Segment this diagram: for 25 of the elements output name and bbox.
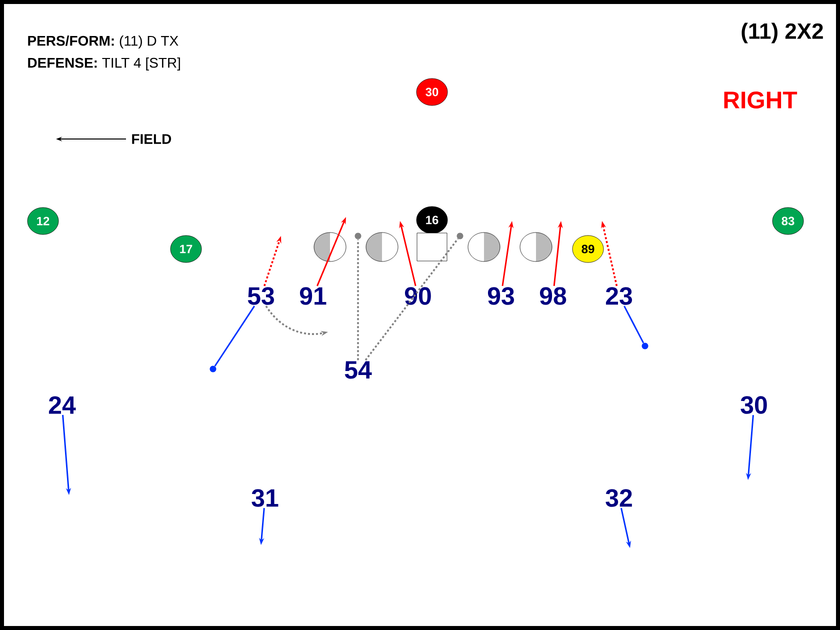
player-number: 32 (606, 489, 632, 507)
line (214, 306, 256, 367)
lineman-oval (520, 232, 552, 262)
line (624, 306, 644, 344)
player-number: 93 (488, 287, 514, 305)
field-label: FIELD (132, 134, 172, 144)
strength-label: RIGHT (724, 92, 798, 108)
player-number: 90 (404, 287, 431, 305)
info-text: DEFENSE: TILT 4 [STR] (28, 57, 180, 71)
dotted-line (357, 239, 359, 360)
player-number: 30 (740, 396, 767, 414)
player-number: 31 (252, 489, 278, 507)
player-number: 24 (48, 396, 76, 414)
lineman-oval (468, 232, 500, 262)
player-number: 91 (300, 287, 326, 305)
player-number: 23 (606, 287, 632, 305)
dotted-line (364, 238, 459, 361)
player-number: 98 (540, 287, 566, 305)
formation-label: (11) 2X2 (742, 22, 823, 44)
lineman-oval (314, 232, 346, 262)
info-text: PERS/FORM: (11) D TX (28, 35, 178, 49)
player-number: 53 (248, 287, 274, 305)
center-box (416, 232, 448, 262)
lineman-oval (366, 232, 398, 262)
player-number: 54 (344, 361, 372, 379)
